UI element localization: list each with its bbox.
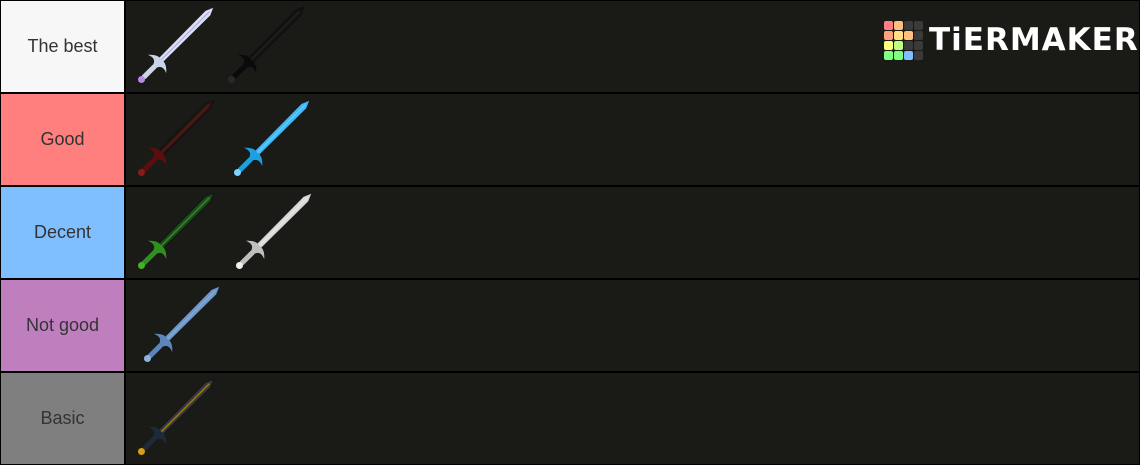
green-sword-icon bbox=[137, 192, 215, 270]
tier-row-decent: Decent bbox=[1, 187, 1139, 278]
white-sword-icon bbox=[235, 192, 313, 270]
black-sword-icon bbox=[227, 6, 305, 84]
sword-item[interactable] bbox=[224, 94, 316, 185]
tier-items[interactable] bbox=[126, 1, 1139, 92]
logo-square bbox=[904, 20, 913, 30]
tier-row-basic: Basic bbox=[1, 373, 1139, 464]
logo-square bbox=[894, 30, 903, 40]
sword-item[interactable] bbox=[128, 373, 220, 464]
tier-label[interactable]: Not good bbox=[1, 280, 124, 371]
gray-sword-gold-guard-icon bbox=[137, 378, 215, 456]
logo-square bbox=[914, 50, 923, 60]
dark-red-sword-icon bbox=[137, 99, 215, 177]
logo-grid-icon bbox=[884, 20, 923, 60]
tier-items[interactable] bbox=[126, 187, 1139, 278]
sword-item[interactable] bbox=[134, 280, 226, 371]
tier-label[interactable]: The best bbox=[1, 1, 124, 92]
tier-row-the-best: The best bbox=[1, 1, 1139, 92]
sword-item[interactable] bbox=[128, 187, 220, 278]
tier-items[interactable] bbox=[126, 280, 1139, 371]
logo-square bbox=[894, 20, 903, 30]
logo-square bbox=[884, 30, 893, 40]
tier-items[interactable] bbox=[126, 94, 1139, 185]
logo-square bbox=[914, 20, 923, 30]
blue-sword-icon bbox=[233, 99, 311, 177]
tier-items[interactable] bbox=[126, 373, 1139, 464]
logo-square bbox=[904, 40, 913, 50]
logo-square bbox=[884, 20, 893, 30]
tier-label[interactable]: Decent bbox=[1, 187, 124, 278]
silver-sword-with-purple-sparkle-icon bbox=[137, 6, 215, 84]
logo-square bbox=[914, 30, 923, 40]
tier-row-not-good: Not good bbox=[1, 280, 1139, 371]
logo-square bbox=[894, 50, 903, 60]
sword-item[interactable] bbox=[226, 187, 318, 278]
tiermaker-logo: TiERMAKER bbox=[884, 20, 1139, 60]
light-blue-sword-icon bbox=[143, 285, 221, 363]
sword-item[interactable] bbox=[218, 1, 310, 92]
sword-item[interactable] bbox=[128, 94, 220, 185]
logo-square bbox=[894, 40, 903, 50]
logo-text: TiERMAKER bbox=[929, 22, 1139, 58]
logo-square bbox=[904, 50, 913, 60]
logo-square bbox=[904, 30, 913, 40]
tier-label[interactable]: Good bbox=[1, 94, 124, 185]
logo-square bbox=[884, 40, 893, 50]
logo-square bbox=[914, 40, 923, 50]
tier-label[interactable]: Basic bbox=[1, 373, 124, 464]
tier-row-good: Good bbox=[1, 94, 1139, 185]
logo-square bbox=[884, 50, 893, 60]
sword-item[interactable] bbox=[128, 1, 220, 92]
